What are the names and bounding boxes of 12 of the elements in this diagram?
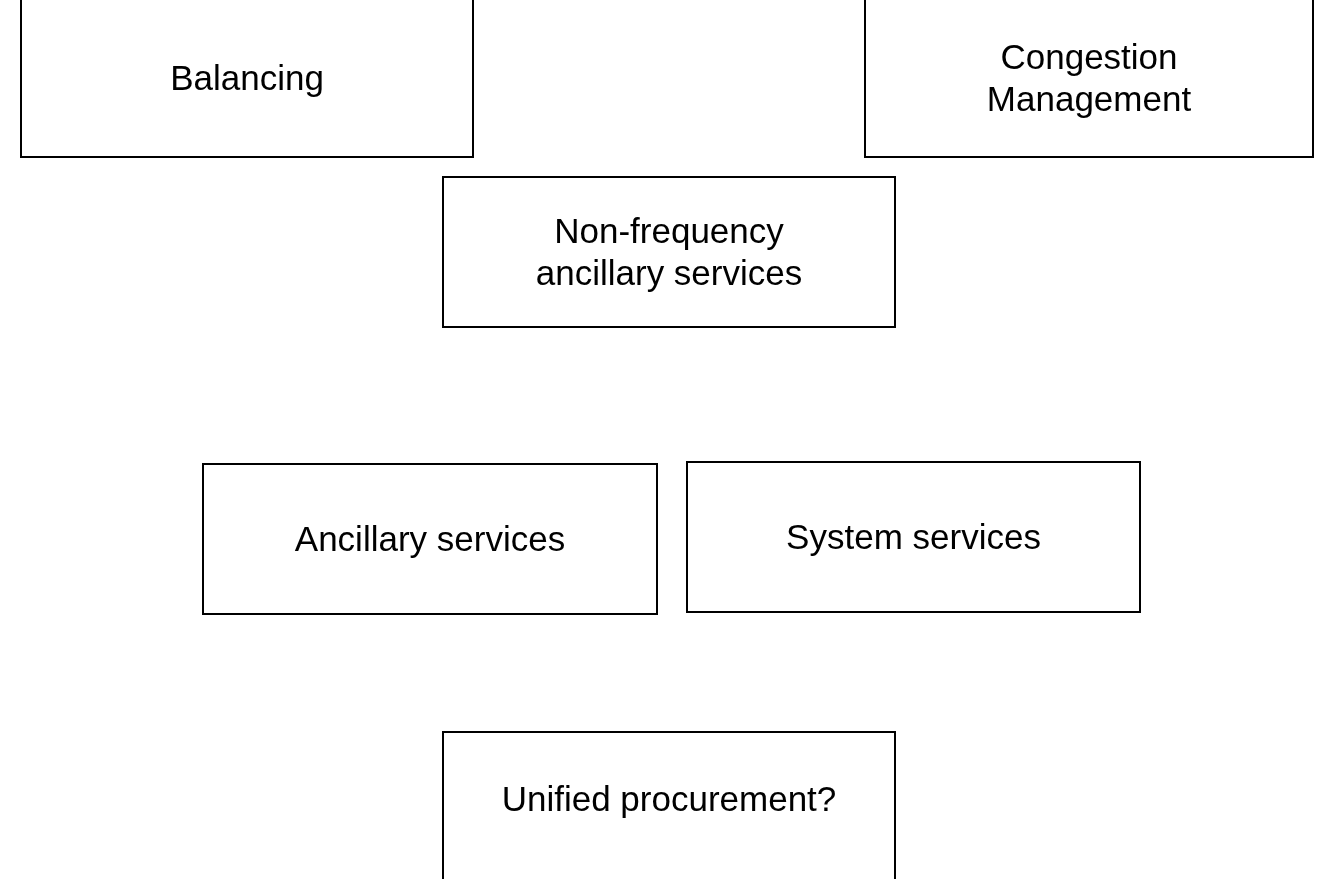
process-box <box>686 461 1141 613</box>
box-label: Balancing <box>170 57 324 99</box>
box-label: Congestion Management <box>985 36 1193 120</box>
process-box <box>442 731 896 879</box>
process-box <box>20 0 474 158</box>
box-label: Ancillary services <box>294 518 566 560</box>
box-label: System services <box>786 516 1041 558</box>
process-box <box>202 463 658 615</box>
box-label: Unified procurement? <box>501 778 837 820</box>
process-box <box>442 176 896 328</box>
process-box <box>864 0 1314 158</box>
box-label: Non-frequency ancillary services <box>534 210 804 294</box>
